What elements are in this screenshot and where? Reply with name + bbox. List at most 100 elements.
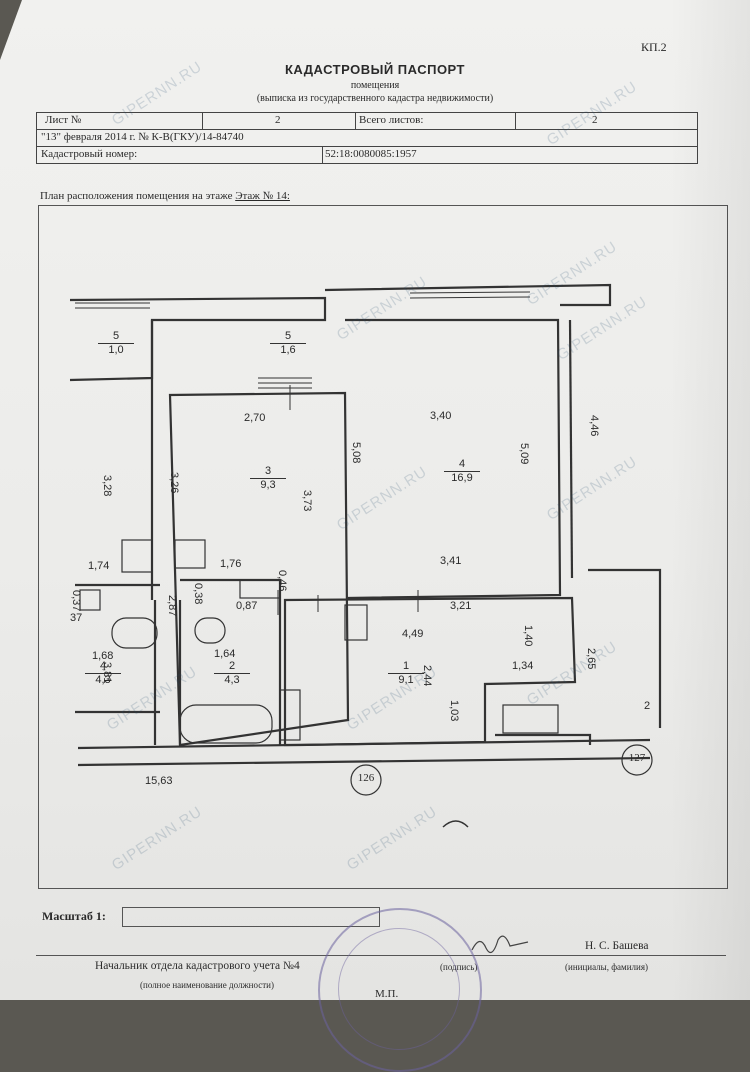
room-area: 4,3 bbox=[95, 674, 111, 686]
cadastral-label: Кадастровый номер: bbox=[41, 148, 138, 160]
room-area: 4,3 bbox=[224, 674, 240, 686]
wall bbox=[345, 318, 562, 600]
dimension-label: 0,38 bbox=[192, 583, 204, 605]
room-number: 1 bbox=[388, 660, 424, 674]
dimension-label: 3,73 bbox=[301, 490, 313, 512]
dimension-label: 3,81 bbox=[101, 662, 113, 684]
dimension-label: 37 bbox=[70, 612, 83, 624]
official-stamp bbox=[318, 908, 482, 1072]
walls bbox=[69, 283, 662, 767]
dimension-ticks bbox=[277, 385, 419, 615]
dimension-label: 1,76 bbox=[220, 558, 242, 570]
dimension-label: 3,26 bbox=[168, 472, 180, 494]
dimension-label: 3,28 bbox=[101, 475, 113, 497]
pipe-fixture bbox=[279, 689, 301, 741]
room-area: 1,0 bbox=[108, 344, 124, 356]
shaft-fixture bbox=[79, 589, 101, 611]
dimension-label: 2,70 bbox=[244, 412, 266, 424]
dimension-label: 1,74 bbox=[88, 560, 110, 572]
document-subnote: (выписка из государственного кадастра не… bbox=[256, 93, 494, 104]
stamp-label: М.П. bbox=[375, 988, 399, 1000]
axis-marker-127 bbox=[621, 744, 653, 776]
sink-fixture bbox=[174, 539, 206, 569]
stamp-inner-ring bbox=[338, 928, 460, 1050]
wall bbox=[168, 391, 350, 747]
arc-mark bbox=[442, 820, 469, 828]
wall bbox=[588, 568, 662, 728]
date-line: "13" февраля 2014 г. № К-В(ГКУ)/14-84740 bbox=[41, 131, 244, 143]
room-number: 5 bbox=[98, 330, 134, 344]
room-number: 5 bbox=[270, 330, 306, 344]
dimension-label: 2,87 bbox=[166, 595, 178, 617]
dimension-label: 5,09 bbox=[518, 443, 530, 465]
counter-fixture bbox=[239, 579, 281, 599]
cadastral-value: 52:18:0080085:1957 bbox=[325, 148, 417, 160]
signature-scribble bbox=[471, 935, 529, 954]
sheet-label: Лист № bbox=[45, 114, 82, 126]
shaft-fixture bbox=[344, 604, 368, 641]
dimension-label: 2 bbox=[644, 700, 651, 712]
dimension-label: 1,03 bbox=[448, 700, 460, 722]
room-area: 9,1 bbox=[398, 674, 414, 686]
plan-caption-floor: Этаж № 14: bbox=[235, 190, 290, 202]
window bbox=[409, 291, 531, 299]
bathtub-fixture bbox=[179, 704, 273, 744]
date-row: "13" февраля 2014 г. № К-В(ГКУ)/14-84740 bbox=[37, 130, 697, 147]
dimension-label: 1,40 bbox=[522, 625, 534, 647]
dimension-label: 15,63 bbox=[145, 775, 173, 787]
dimension-label: 1,64 bbox=[214, 648, 236, 660]
window bbox=[75, 302, 150, 309]
toilet-fixture bbox=[111, 617, 158, 649]
tick bbox=[277, 385, 419, 615]
dimension-label: 0,87 bbox=[236, 600, 258, 612]
marker-label-127: 127 bbox=[628, 752, 646, 764]
plan-caption-prefix: План расположения помещения на этаже bbox=[40, 190, 233, 202]
room-area: 1,6 bbox=[280, 344, 296, 356]
wall bbox=[324, 283, 612, 307]
divider bbox=[202, 113, 203, 129]
document-title: КАДАСТРОВЫЙ ПАСПОРТ bbox=[284, 62, 465, 77]
divider bbox=[322, 147, 323, 163]
divider bbox=[515, 113, 516, 129]
windows bbox=[75, 291, 531, 389]
document-page bbox=[0, 0, 750, 1000]
wall bbox=[77, 738, 651, 750]
sheet-value: 2 bbox=[275, 114, 281, 126]
room-number: 4 bbox=[85, 660, 121, 674]
room-number: 3 bbox=[250, 465, 286, 479]
window bbox=[258, 377, 312, 389]
header-table: Лист № 2 Всего листов: 2 "13" февраля 20… bbox=[36, 112, 698, 164]
wall bbox=[69, 296, 327, 382]
dimension-label: 1,34 bbox=[512, 660, 534, 672]
room-area: 16,9 bbox=[451, 472, 473, 484]
sink-fixture bbox=[121, 539, 153, 573]
dimension-label: 1,68 bbox=[92, 650, 114, 662]
cadastral-row: Кадастровый номер: 52:18:0080085:1957 bbox=[37, 147, 697, 163]
person-note: (инициалы, фамилия) bbox=[565, 962, 648, 972]
total-value: 2 bbox=[592, 114, 598, 126]
plan-caption: План расположения помещения на этаже Эта… bbox=[40, 190, 290, 202]
floor-plan bbox=[69, 283, 662, 828]
dimension-label: 4,49 bbox=[402, 628, 424, 640]
divider bbox=[355, 113, 356, 129]
corner-code: КП.2 bbox=[641, 40, 667, 54]
scale-label: Масштаб 1: bbox=[42, 909, 106, 923]
total-label: Всего листов: bbox=[359, 114, 424, 126]
room-number: 4 bbox=[444, 458, 480, 472]
dimension-label: 3,21 bbox=[450, 600, 472, 612]
fixtures bbox=[79, 539, 559, 744]
dimension-label: 5,08 bbox=[350, 442, 362, 464]
document-subtitle: помещения bbox=[350, 80, 400, 91]
room-number: 2 bbox=[214, 660, 250, 674]
dimension-label: 3,41 bbox=[440, 555, 462, 567]
wall bbox=[77, 756, 651, 767]
scale-value-box bbox=[122, 907, 380, 927]
person-name: Н. С. Башева bbox=[585, 940, 649, 952]
room-area: 9,3 bbox=[260, 479, 276, 491]
